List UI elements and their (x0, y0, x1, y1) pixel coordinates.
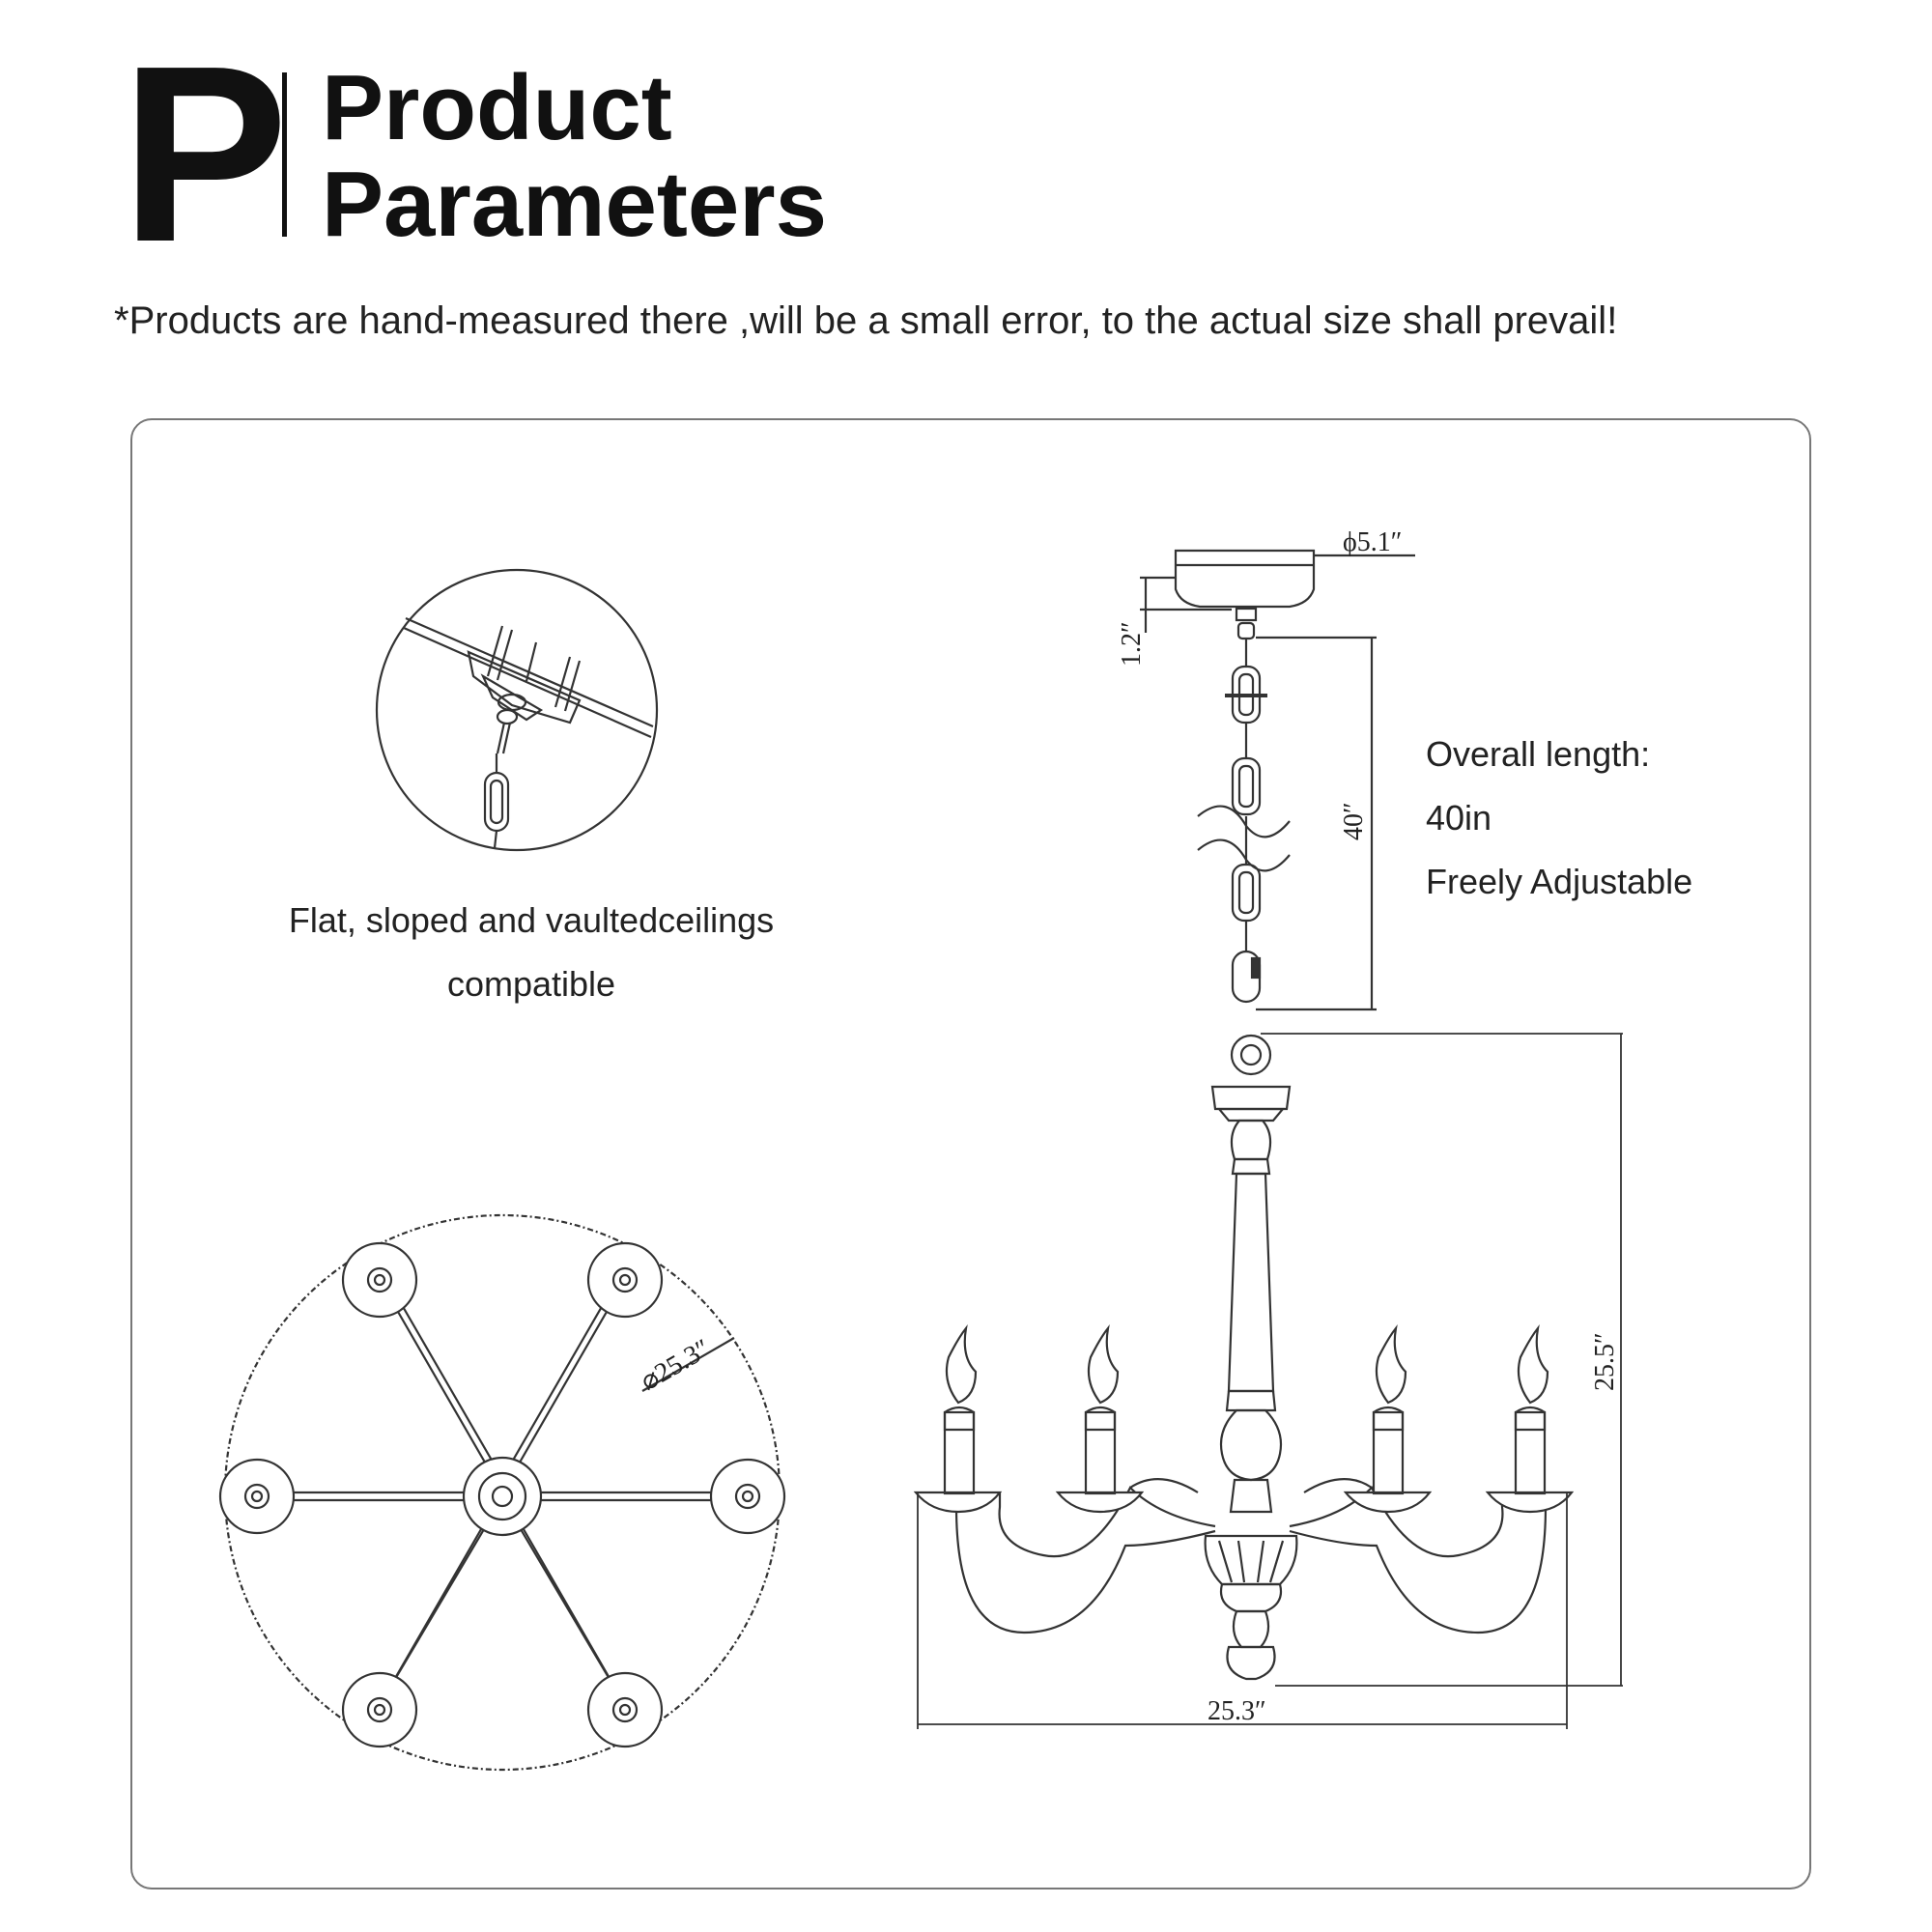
candle-left-2 (1055, 1324, 1145, 1514)
length-info: Overall length: 40in Freely Adjustable (1426, 723, 1692, 914)
top-view-cups (218, 1241, 786, 1748)
candle-flame (945, 1324, 978, 1405)
body-dimension-lines (917, 1033, 1623, 1729)
body-width-label: 25.3″ (1208, 1696, 1266, 1726)
top-loop (1230, 1034, 1272, 1076)
top-view-hub (462, 1456, 543, 1537)
column-bulb (1219, 1408, 1283, 1482)
chain-break-top (1197, 805, 1291, 838)
chain-break-bottom (1197, 838, 1291, 872)
candle-left-1 (913, 1324, 1003, 1514)
canopy-side (1140, 549, 1415, 633)
length-info-line-1: Overall length: (1426, 734, 1651, 774)
finial (1226, 1645, 1276, 1681)
canopy-height-label: 1.2″ (1117, 621, 1147, 667)
title-divider (282, 72, 287, 237)
sloped-ceiling-line (403, 626, 652, 739)
mount-caption: Flat, sloped and vaultedceilings compati… (222, 889, 840, 1016)
mount-detail (375, 568, 659, 852)
page-title: Product Parameters (322, 60, 827, 253)
candle-right-1 (1343, 1324, 1433, 1514)
length-info-line-3: Freely Adjustable (1426, 862, 1693, 901)
top-diameter-leader (641, 1337, 735, 1392)
central-column (1227, 1172, 1275, 1393)
candle-flame (1087, 1324, 1120, 1405)
chain-link (1231, 756, 1262, 816)
length-info-line-2: 40in (1426, 798, 1492, 838)
chain (1197, 621, 1377, 1011)
chandelier-side (1204, 1034, 1298, 1681)
candle-flame (1517, 1324, 1549, 1405)
body-height-label: 25.5″ (1590, 1332, 1620, 1391)
mount-caption-line-1: Flat, sloped and vaultedceilings (288, 900, 775, 940)
logo-letter: P (121, 14, 288, 295)
canopy-body (1174, 549, 1316, 609)
top-diameter-label: ⌀25.3″ (636, 1333, 716, 1397)
top-view (218, 1213, 786, 1772)
title-line-2: Parameters (322, 153, 828, 256)
mount-caption-line-2: compatible (446, 964, 616, 1004)
mount-detail-circle (375, 568, 659, 852)
diagram-panel (130, 418, 1811, 1889)
crown-cap (1210, 1085, 1292, 1111)
measurement-note: *Products are hand-measured there ,will … (114, 299, 1618, 342)
chandelier-arms (954, 1478, 1548, 1634)
mount-canopy (467, 650, 582, 724)
canopy-diameter-label: ϕ5.1″ (1343, 527, 1402, 557)
chain-length-label: 40″ (1339, 802, 1369, 840)
title-line-1: Product (322, 56, 672, 159)
candle-right-2 (1485, 1324, 1575, 1514)
candle-flame (1375, 1324, 1407, 1405)
